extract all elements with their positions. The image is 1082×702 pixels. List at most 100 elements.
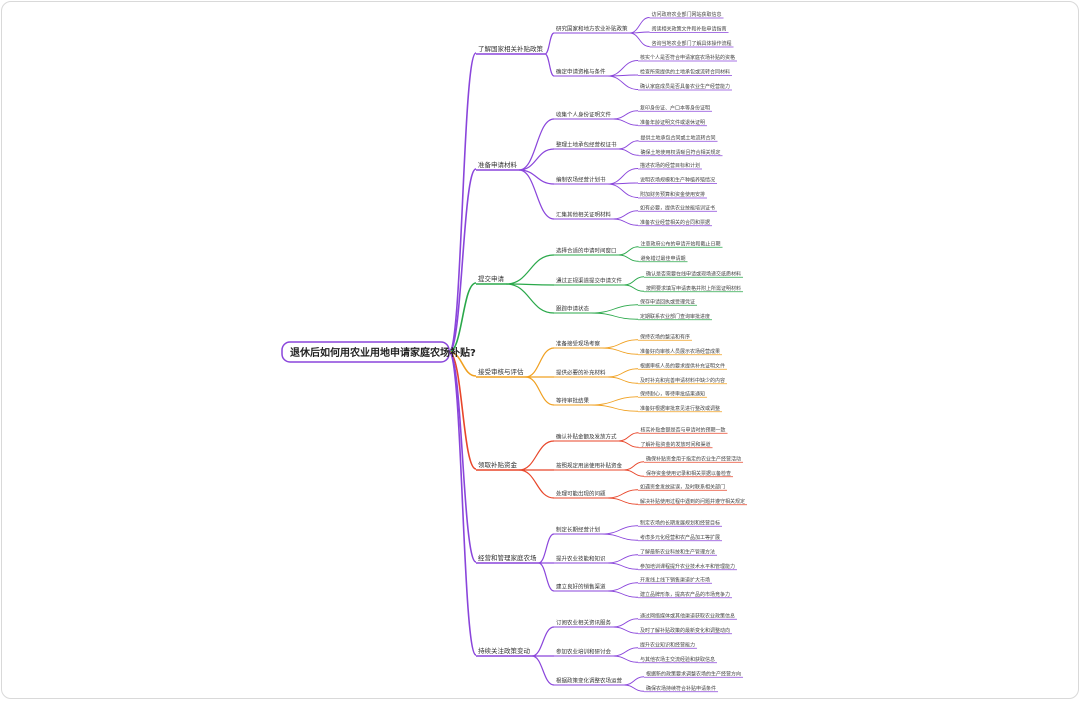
branch-topic[interactable]: 持续关注政策变动	[478, 646, 531, 655]
branch-topic[interactable]: 提交申请	[478, 274, 505, 283]
leaf-topic[interactable]: 保持农场的整洁和有序	[640, 333, 690, 340]
subtopic[interactable]: 确认补贴金额及发放方式	[556, 433, 617, 441]
leaf-topic[interactable]: 核实补贴金额是否与申请时的预期一致	[641, 426, 726, 433]
edge-branch-to-subtopic	[538, 533, 555, 564]
leaf-topic[interactable]: 参加培训课程提升农业技术水平和管理能力	[640, 563, 735, 570]
subtopic[interactable]: 根据政策变化调整农场运营	[556, 677, 623, 685]
edge-subtopic-to-leaf	[623, 276, 645, 286]
leaf-topic[interactable]: 与其他农场主交流经验和获取信息	[640, 656, 715, 663]
edge-subtopic-to-leaf	[591, 312, 639, 320]
edge-subtopic-to-leaf	[613, 647, 639, 657]
edge-branch-to-subtopic	[518, 169, 555, 220]
leaf-topic[interactable]: 阅读相关政策文件和补贴申请指南	[652, 26, 727, 33]
subtopic[interactable]: 处理可能出现的问题	[556, 490, 606, 498]
leaf-topic[interactable]: 说明农场规模和生产种植养殖情况	[640, 177, 715, 184]
edge-root-to-branch	[448, 52, 477, 353]
subtopic[interactable]: 订阅农业相关资讯服务	[556, 619, 612, 627]
subtopic[interactable]: 制定长期经营计划	[556, 526, 600, 534]
leaf-topic[interactable]: 建立品牌形象，提高农产品的市场竞争力	[640, 591, 730, 598]
edge-subtopic-to-leaf	[607, 368, 639, 378]
edge-subtopic-to-leaf	[618, 432, 639, 442]
edge-subtopic-to-leaf	[624, 284, 645, 292]
edge-branch-to-subtopic	[518, 118, 555, 171]
leaf-topic[interactable]: 确保土地使用权清晰且符合相关规定	[641, 149, 721, 156]
edge-subtopic-to-leaf	[607, 60, 639, 77]
leaf-topic[interactable]: 了解补贴资金的发放时间和渠道	[641, 441, 711, 448]
subtopic[interactable]: 研究国家和地方农业补贴政策	[556, 25, 628, 33]
edge-subtopic-to-leaf	[618, 140, 639, 150]
leaf-topic[interactable]: 确保补贴资金用于指定的农业生产经营活动	[646, 455, 741, 462]
subtopic[interactable]: 提升农业技能和知识	[556, 555, 606, 563]
leaf-topic[interactable]: 解决补贴使用过程中遇到的问题并遵守相关规定	[640, 498, 745, 505]
leaf-topic[interactable]: 根据新的政策要求调整农场的生产经营方向	[646, 670, 741, 677]
leaf-topic[interactable]: 准备好根据审批意见进行整改或调整	[640, 405, 720, 412]
leaf-topic[interactable]: 如遇资金发放延误，及时联系相关部门	[640, 483, 725, 490]
edge-subtopic-to-leaf	[618, 148, 639, 156]
leaf-topic[interactable]: 及时补充和完善申请材料中缺少的内容	[640, 377, 725, 384]
edge-root-to-branch	[448, 282, 477, 353]
subtopic[interactable]: 编制农场经营计划书	[556, 176, 606, 184]
leaf-topic[interactable]: 避免错过最佳申请期	[641, 255, 686, 262]
leaf-topic[interactable]: 按照要求填写申请表格并附上所需证明材料	[646, 285, 741, 292]
branch-topic[interactable]: 接受审核与评估	[478, 367, 524, 376]
root-node[interactable]: 退休后如何用农业用地申请家庭农场补贴?	[281, 341, 476, 363]
leaf-topic[interactable]: 保存申请回执或受理凭证	[640, 298, 695, 305]
subtopic[interactable]: 跟踪申请状态	[556, 305, 590, 313]
leaf-topic[interactable]: 定期联系农业部门查询审批进度	[640, 313, 710, 320]
leaf-topic[interactable]: 咨询当地农业部门了解具体操作流程	[652, 40, 732, 47]
edge-subtopic-to-leaf	[613, 655, 639, 663]
leaf-topic[interactable]: 准备好向审核人员展示农场经营成果	[640, 348, 720, 355]
branch-topic[interactable]: 准备申请材料	[478, 160, 518, 169]
edge-branch-to-subtopic	[531, 655, 555, 686]
leaf-topic[interactable]: 保持耐心，等待审批结果通知	[640, 390, 705, 397]
edge-subtopic-to-leaf	[607, 562, 639, 570]
subtopic[interactable]: 汇集其他相关证明材料	[556, 211, 612, 219]
subtopic[interactable]: 参加农业培训和研讨会	[556, 648, 612, 656]
leaf-topic[interactable]: 考虑多元化经营和农产品加工等扩展	[640, 534, 720, 541]
edge-branch-to-subtopic	[544, 32, 555, 55]
edge-subtopic-to-leaf	[607, 582, 639, 592]
leaf-topic[interactable]: 保存资金使用记录和相关票据以备检查	[646, 470, 731, 477]
leaf-topic[interactable]: 准备年龄证明文件或退休证明	[640, 119, 705, 126]
edge-subtopic-to-leaf	[591, 404, 639, 412]
subtopic[interactable]: 选择合适的申请时间窗口	[556, 247, 617, 255]
subtopic[interactable]: 整理土地承包经营权证书	[556, 141, 617, 149]
leaf-topic[interactable]: 提供土地承包合同或土地流转合同	[641, 134, 716, 141]
subtopic[interactable]: 通过正规渠道提交申请文件	[556, 277, 623, 285]
subtopic[interactable]: 按照规定用途使用补贴资金	[556, 462, 623, 470]
leaf-topic[interactable]: 描述农场的经营目标和计划	[640, 162, 700, 169]
subtopic[interactable]: 确定申请资格与条件	[556, 68, 606, 76]
subtopic[interactable]: 建立良好的销售渠道	[556, 583, 606, 591]
leaf-topic[interactable]: 访问政府农业部门网站获取信息	[652, 11, 722, 18]
leaf-topic[interactable]: 核实个人是否符合申请家庭农场补贴的资格	[640, 54, 735, 61]
edge-subtopic-to-leaf	[613, 118, 639, 126]
leaf-topic[interactable]: 确保农场持续符合补贴申请条件	[646, 685, 716, 692]
leaf-topic[interactable]: 附加财务预算和资金使用安排	[640, 191, 705, 198]
leaf-topic[interactable]: 确认是否需要在线申请或现场递交纸质材料	[646, 270, 741, 277]
edge-subtopic-to-leaf	[623, 461, 645, 471]
edge-branch-to-subtopic	[538, 562, 555, 592]
leaf-topic[interactable]: 通过网络媒体或其他渠道获取农业政策信息	[640, 612, 735, 619]
leaf-topic[interactable]: 了解最新农业科技和生产管理方法	[640, 548, 715, 555]
leaf-topic[interactable]: 提升农业知识和经营能力	[640, 641, 695, 648]
subtopic[interactable]: 准备接受现场考察	[556, 340, 601, 348]
leaf-topic[interactable]: 如有必要，提供农业技能培训证书	[640, 204, 715, 211]
branch-topic[interactable]: 了解国家相关补贴政策	[478, 44, 544, 53]
subtopic[interactable]: 收集个人身份证明文件	[556, 111, 612, 119]
branch-topic[interactable]: 经营和管理家庭农场	[478, 553, 537, 562]
leaf-topic[interactable]: 复印身份证、户口本等身份证明	[640, 104, 710, 111]
leaf-topic[interactable]: 开发线上线下销售渠道扩大市场	[640, 576, 710, 583]
subtopic[interactable]: 提供必要的补充材料	[556, 369, 606, 377]
edge-branch-to-subtopic	[518, 440, 555, 471]
leaf-topic[interactable]: 检查所需提供的土地承包或流转合同材料	[640, 69, 730, 76]
leaf-topic[interactable]: 根据审核人员的要求提供补充证明文件	[640, 362, 725, 369]
edge-root-to-branch	[448, 351, 477, 377]
branch-topic[interactable]: 领取补贴资金	[478, 460, 518, 469]
leaf-topic[interactable]: 及时了解补贴政策的最新变化和调整动向	[640, 627, 730, 634]
leaf-topic[interactable]: 确认家庭成员是否具备农业生产经营能力	[640, 83, 730, 90]
subtopic[interactable]: 等待审批结果	[556, 397, 590, 405]
leaf-topic[interactable]: 准备农业经营相关的合同和票据	[640, 219, 710, 226]
leaf-topic[interactable]: 制定农场的长期发展规划和经营目标	[640, 519, 720, 526]
leaf-topic[interactable]: 注意政府公布的申请开始和截止日期	[641, 240, 721, 247]
